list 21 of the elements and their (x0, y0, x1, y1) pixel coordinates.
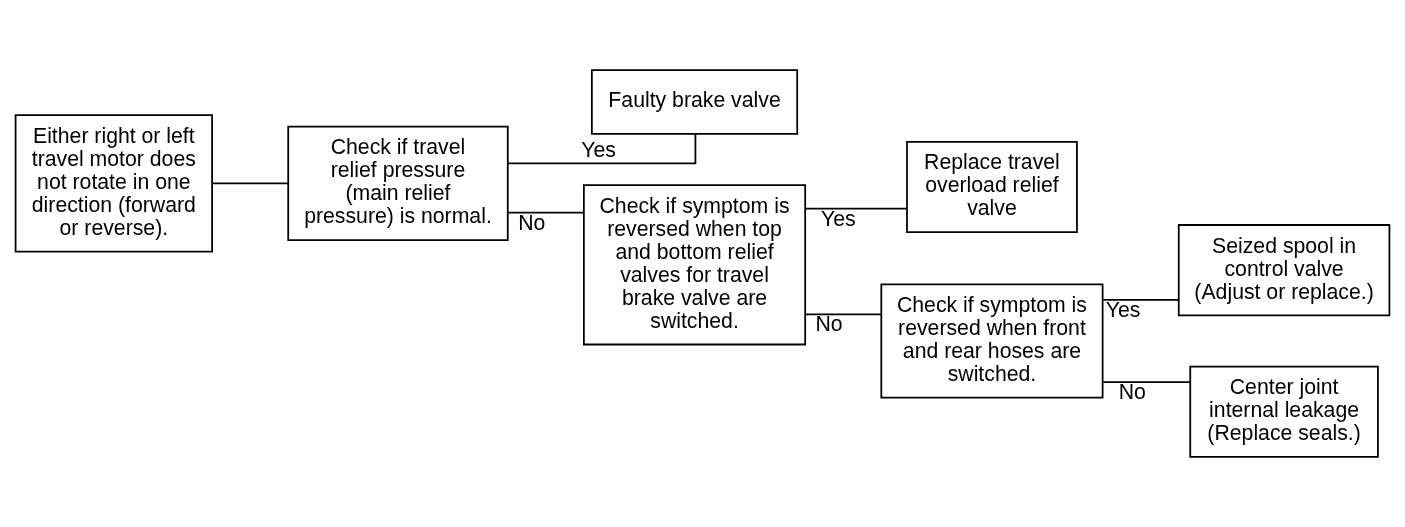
edge-label: Yes (581, 138, 616, 163)
connector (1102, 298, 1180, 301)
edge-label: Yes (820, 206, 856, 231)
node-box: Check if symptom is reversed when front and rear hoses are switched. (880, 283, 1104, 399)
node-box: Replace travel overload relief valve (906, 140, 1078, 233)
connector (804, 313, 882, 316)
node-box: Faulty brake valve (590, 69, 799, 135)
connector (1102, 381, 1191, 383)
node-box: Check if symptom is reversed when top and bottom relief valves for travel brake valve are switched. (583, 184, 807, 346)
connector (211, 182, 289, 185)
connector (507, 133, 697, 165)
node-box: Either right or left travel motor does not rotate in one direction (forward or reverse). (14, 114, 213, 253)
connector (804, 207, 908, 210)
edge-label: No (1118, 380, 1146, 405)
edge-label: Yes (1105, 297, 1141, 322)
node-box: Center joint internal leakage (Replace seals.) (1189, 365, 1379, 458)
node-box: Seized spool in control valve (Adjust or replace.) (1177, 224, 1391, 317)
edge-label: No (518, 210, 546, 235)
connector (507, 211, 585, 214)
node-box: Check if travel relief pressure (main relief pressure) is normal. (287, 125, 509, 241)
edge-label: No (815, 312, 843, 337)
